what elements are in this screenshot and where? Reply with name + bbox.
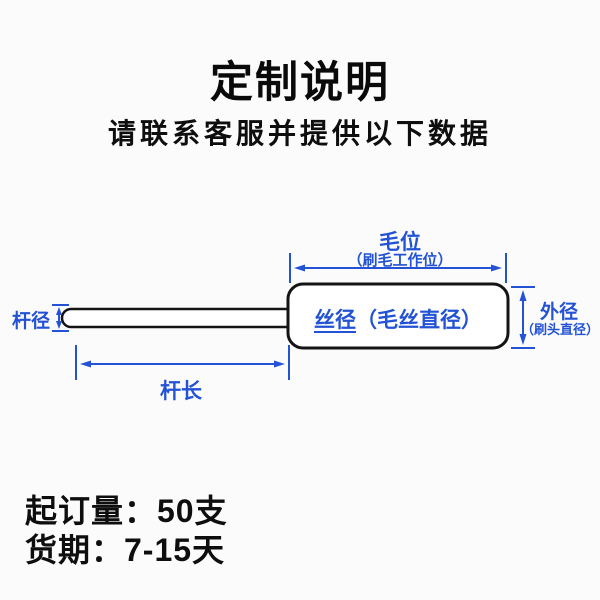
bristle-position-label: 毛位 [379, 231, 421, 254]
outer-diameter-dimension [511, 286, 535, 349]
brush-head-shape [286, 282, 510, 350]
outer-diameter-label: 外径 [539, 302, 578, 323]
lead-time-line: 货期：7-15天 [25, 532, 226, 568]
brush-handle-shape [60, 307, 299, 329]
order-info: 起订量：50支 货期：7-15天 [25, 492, 228, 570]
rod-length-dimension [75, 345, 290, 380]
moq-line: 起订量：50支 [25, 493, 228, 529]
brush-dimension-diagram: 毛位 （刷毛工作位） 杆径 丝径（毛丝直径） 外径 （刷头直径） 杆长 [0, 210, 600, 405]
rod-diameter-label: 杆径 [12, 311, 51, 332]
outer-diameter-note: （刷头直径） [520, 322, 599, 337]
wire-diameter-label: 丝径（毛丝直径） [288, 304, 508, 334]
wire-diameter-note: （毛丝直径） [356, 309, 482, 332]
page-subtitle: 请联系客服并提供以下数据 [107, 118, 492, 149]
rod-diameter-dimension [52, 304, 69, 332]
page-title: 定制说明 [210, 59, 390, 107]
wire-diameter-term: 丝径 [314, 309, 356, 332]
bristle-position-note: （刷毛工作位） [347, 252, 453, 269]
brush-diagram-shapes [52, 253, 535, 380]
rod-length-label: 杆长 [160, 380, 202, 403]
bristle-position-dimension [289, 253, 507, 283]
